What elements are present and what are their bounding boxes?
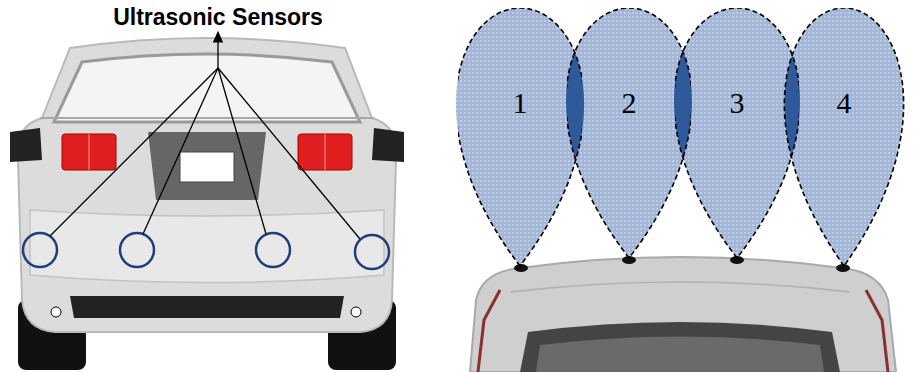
- beam-fill: [784, 8, 903, 266]
- beam-number: 1: [458, 86, 582, 120]
- beam-overlap: [566, 8, 692, 258]
- sensor-circle: [23, 233, 57, 267]
- beam-outline: [782, 8, 906, 268]
- sensor-circle: [355, 235, 389, 269]
- beam-overlap: [674, 8, 800, 258]
- sensor-circle: [120, 233, 154, 267]
- sensor-beam: 3: [675, 8, 799, 260]
- leader-lines: [50, 36, 360, 239]
- sensor-circle: [256, 233, 290, 267]
- sensor-beam: 1: [458, 8, 582, 268]
- beam-number: 2: [567, 86, 691, 120]
- beam-fills: [456, 8, 904, 266]
- sensor-nubs: [514, 256, 850, 272]
- sensor-beam: 2: [567, 8, 691, 260]
- beam-number: 4: [782, 86, 906, 120]
- beam-fill: [456, 8, 584, 266]
- beam-overlap: [456, 8, 584, 266]
- beam-outline: [675, 8, 799, 260]
- sensor-beam: 4: [782, 8, 906, 268]
- callout-label: Ultrasonic Sensors: [113, 4, 323, 31]
- rear-view-car: [10, 38, 404, 370]
- beam-fill: [566, 8, 692, 258]
- top-view-car: [470, 257, 896, 372]
- beam-number: 3: [675, 86, 799, 120]
- beam-outline: [567, 8, 691, 260]
- beam-outline: [458, 8, 582, 268]
- beam-fill: [674, 8, 800, 258]
